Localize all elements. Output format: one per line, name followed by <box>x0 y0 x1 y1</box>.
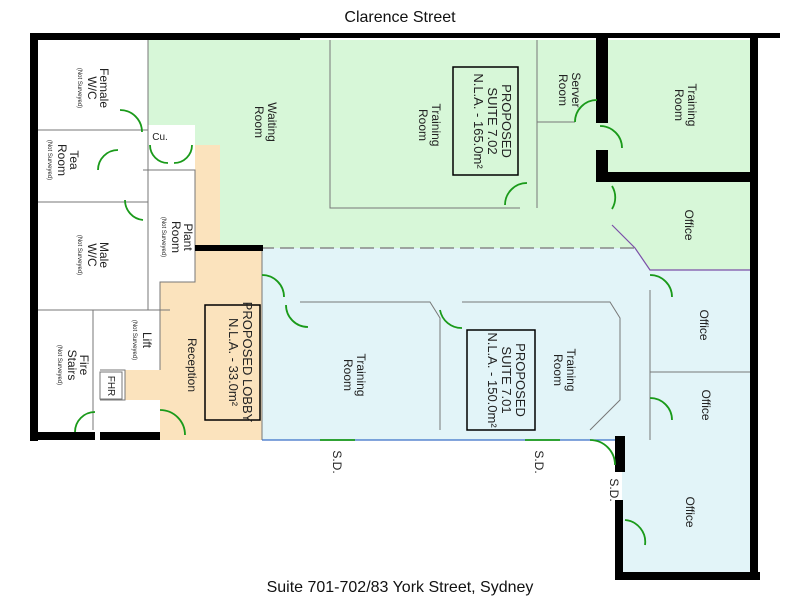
room-label-cupboard: Cu. <box>152 132 168 143</box>
room-label-reception: Reception <box>185 338 199 392</box>
lobby-nla-label: PROPOSED LOBBYN.L.A. - 33.0m² <box>226 302 255 423</box>
suite-702-area <box>148 40 750 270</box>
room-label-training-room-701-w: TrainingRoom <box>341 354 368 397</box>
room-label-office-3: Office <box>699 389 713 420</box>
sliding-door-label-2: S.D. <box>532 450 546 473</box>
address-label: Suite 701-702/83 York Street, Sydney <box>267 579 534 596</box>
sliding-door-label-1: S.D. <box>330 450 344 473</box>
room-label-male-wc: MaleW/C(Not Surveyed) <box>76 235 111 275</box>
walls <box>30 33 780 580</box>
room-label-training-room-702: TrainingRoom <box>416 104 443 147</box>
partitions <box>38 40 750 441</box>
suite-702-nla-box <box>452 66 519 176</box>
suite-701-office-area <box>622 440 750 575</box>
room-label-office-4: Office <box>683 496 697 527</box>
fhr-box <box>99 371 123 400</box>
door-swings <box>74 99 673 546</box>
sliding-door-label-3: S.D. <box>607 478 621 501</box>
room-label-fire-stairs: FireStairs(Not Surveyed) <box>56 345 91 385</box>
room-label-tea-room: TeaRoom(Not Surveyed) <box>46 140 81 180</box>
street-label-clarence: Clarence Street <box>344 9 456 26</box>
room-label-fhr: FHR <box>105 376 116 397</box>
suite-701-nla-box <box>466 329 536 431</box>
room-label-plant-room: PlantRoom(Not Surveyed) <box>160 217 195 257</box>
lobby-area <box>125 145 262 440</box>
room-label-lift: Lift(Not Surveyed) <box>131 320 154 360</box>
room-label-training-room-ne: TrainingRoom <box>672 84 699 127</box>
room-label-office-1: Office <box>682 209 696 240</box>
room-label-server-room: ServerRoom <box>556 72 583 107</box>
suite-701-area <box>262 248 750 440</box>
suite-701-nla-label: PROPOSEDSUITE 7.01N.L.A. - 150.0m² <box>485 332 528 428</box>
room-label-training-room-701-e: TrainingRoom <box>551 349 578 392</box>
room-label-office-2: Office <box>697 309 711 340</box>
room-label-female-wc: FemaleW/C(Not Surveyed) <box>76 68 111 109</box>
lobby-nla-box <box>204 304 261 421</box>
suite-702-nla-label: PROPOSEDSUITE 7.02N.L.A. - 165.0m² <box>471 73 514 169</box>
room-label-waiting-room: WaitingRoom <box>252 102 279 142</box>
